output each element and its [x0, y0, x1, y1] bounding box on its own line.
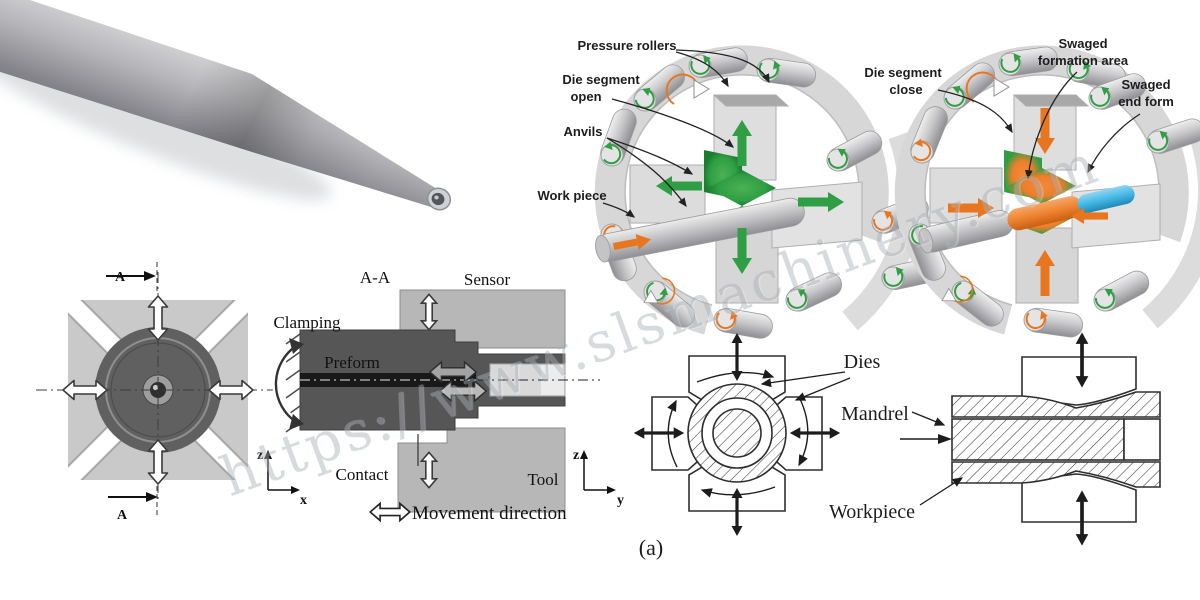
swaging-heads-3d: Pressure rollers Die segment open Anvils…: [537, 36, 1200, 342]
die-state-open-label: open: [570, 89, 601, 104]
axis-z-right-label: z: [573, 448, 579, 463]
workpiece-core-highlight: [152, 384, 159, 391]
axis-zy: z y: [573, 448, 624, 508]
movement-direction-label: Movement direction: [412, 503, 567, 524]
movement-direction-legend: Movement direction: [369, 502, 567, 524]
pressure-roller: [1088, 265, 1155, 317]
swaged-formation-label: Swaged: [1058, 36, 1107, 51]
mandrel-section: [712, 408, 762, 458]
axis-x-label: x: [300, 493, 307, 508]
mandrel-body: [951, 418, 1125, 461]
swaged-end-label: Swaged: [1121, 77, 1170, 92]
dies-pointer: [760, 371, 846, 388]
figure-caption: (a): [639, 535, 663, 560]
die-state-close-label: close: [889, 82, 922, 97]
axis-y-label: y: [617, 493, 624, 508]
tube-open-bore: [1123, 418, 1161, 461]
formation-area-label: formation area: [1038, 53, 1129, 68]
feed-arrow: [900, 434, 952, 444]
pressure-roller: [780, 267, 847, 317]
swaging-head-open: Pressure rollers Die segment open Anvils…: [537, 38, 944, 342]
die-segment-label: Die segment: [864, 65, 942, 80]
mandrel-label: Mandrel: [841, 403, 909, 425]
axis-z-left-label: z: [257, 448, 263, 463]
section-label-a-top: A: [115, 270, 126, 285]
pressure-rollers-label: Pressure rollers: [577, 38, 676, 53]
tube-taper-shading: [0, 0, 447, 210]
section-aa-label: A-A: [360, 268, 391, 287]
longitudinal-section-figure: Mandrel Workpiece: [829, 332, 1161, 546]
swaged-end-form-segment: [1077, 185, 1135, 213]
swaged-tube-photo: [0, 0, 452, 211]
work-piece-rod: [595, 197, 805, 263]
anvils-pointer: [606, 137, 694, 175]
pressure-rollers-pointer: [675, 51, 729, 88]
rotation-arc-arrows: [667, 369, 809, 498]
work-piece-label: Work piece: [537, 188, 606, 203]
axis-zx: z x: [257, 448, 307, 508]
dies-pointer: [794, 377, 851, 401]
preform-label: Preform: [324, 353, 380, 372]
end-form-label: end form: [1118, 94, 1174, 109]
workpiece-tube-upper-wall: [951, 391, 1161, 418]
tube-bore-hole: [431, 192, 445, 206]
anvils-pointer: [606, 137, 687, 208]
workpiece-label: Workpiece: [829, 501, 915, 523]
close-head-labels: Die segment close Swaged formation area …: [864, 36, 1174, 180]
work-piece-pointer: [602, 202, 636, 218]
pressure-rollers-pointer: [675, 49, 770, 84]
end-form-pointer: [1087, 113, 1141, 174]
mandrel-pointer: [911, 411, 946, 426]
sensor-label: Sensor: [464, 270, 511, 289]
swaged-formation-area-segment: [1007, 196, 1083, 231]
dies-mandrel-schematic: Dies (a) Mandrel Workpiece: [633, 332, 1161, 560]
workpiece-pointer: [919, 477, 964, 506]
dies-label: Dies: [844, 351, 881, 373]
tube-bore-highlight: [434, 195, 439, 200]
anvils-label: Anvils: [563, 124, 602, 139]
clamping-label: Clamping: [273, 313, 341, 332]
feed-direction-arrow: [613, 234, 651, 251]
workpiece-tube-lower-wall: [951, 461, 1161, 488]
die-segment-pointer: [611, 98, 735, 148]
clamping-rotation-arrow: [272, 338, 304, 430]
swaging-unit-section-diagram: A A A-A Sensor: [36, 262, 624, 524]
die-segment-pointer: [937, 89, 1013, 134]
tool-label: Tool: [528, 470, 559, 489]
formation-area-pointer: [1024, 71, 1078, 180]
section-cut-marks: A A: [106, 262, 158, 523]
die-segment-label: Die segment: [562, 72, 640, 87]
work-piece-swaged-rod: [918, 185, 1135, 254]
ring-flange-segment: [1142, 133, 1200, 329]
radial-die-figure: Dies (a): [633, 333, 881, 560]
contact-label: Contact: [336, 465, 389, 484]
front-view: A A: [36, 262, 280, 523]
section-label-a-bottom: A: [117, 508, 128, 523]
anvil-face-green: [708, 170, 776, 206]
movement-direction-icon: [369, 502, 411, 522]
side-section-view: A-A Sensor: [257, 268, 624, 524]
swaging-head-close: Die segment close Swaged formation area …: [864, 36, 1200, 340]
open-head-labels: Pressure rollers Die segment open Anvils…: [537, 38, 770, 218]
